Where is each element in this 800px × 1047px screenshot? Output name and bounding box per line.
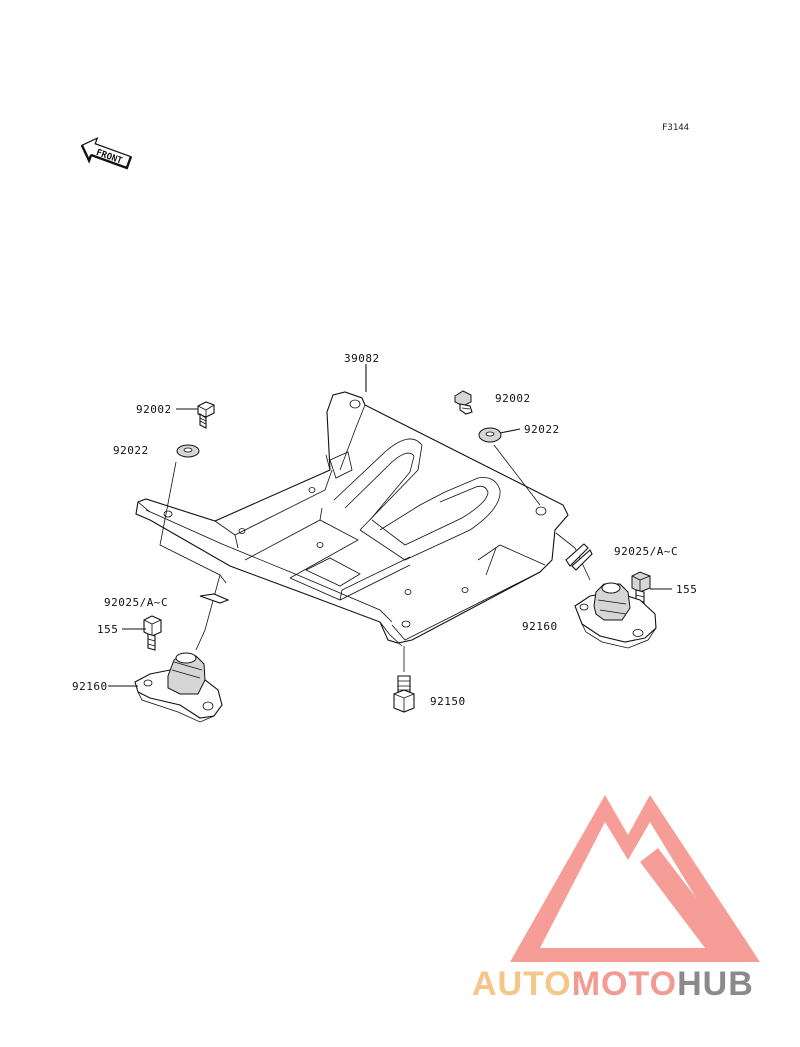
callout-92002-left: 92002: [136, 403, 172, 416]
callout-92025-left: 92025/A~C: [104, 596, 168, 609]
svg-text:AUTOMOTOHUB: AUTOMOTOHUB: [472, 965, 754, 1003]
figure-reference: F3144: [662, 123, 689, 133]
callout-92002-right: 92002: [495, 392, 531, 405]
bolt-92150-center: [393, 646, 415, 713]
pin-92025-left: [199, 593, 230, 604]
callout-92160-left: 92160: [72, 680, 108, 693]
bolt-92002-left: [197, 401, 215, 429]
engine-frame-39082: [135, 391, 569, 647]
callout-92025-right: 92025/A~C: [614, 545, 678, 558]
bolt-155-left: [143, 615, 162, 651]
callout-155-left: 155: [97, 623, 118, 636]
front-direction-arrow-icon: FRONT: [80, 136, 133, 170]
watermark-hub: HUB: [677, 965, 754, 1003]
callout-155-right: 155: [676, 583, 697, 596]
callout-92150: 92150: [430, 695, 466, 708]
watermark-moto: MOTO: [572, 965, 677, 1003]
automotohub-logo-icon: [510, 795, 760, 962]
callout-92022-right: 92022: [524, 423, 560, 436]
callout-39082: 39082: [344, 352, 380, 365]
callout-92160-right: 92160: [522, 620, 558, 633]
watermark-text: AUTOMOTOHUB: [472, 965, 754, 1003]
callout-92022-left: 92022: [113, 444, 149, 457]
bolt-92002-right: [454, 390, 473, 415]
mount-92160-right: [574, 582, 657, 649]
pin-92025-right: [565, 543, 593, 571]
leader-lines: [108, 364, 672, 687]
watermark-auto: AUTO: [472, 965, 572, 1003]
mount-92160-left: [134, 652, 223, 723]
